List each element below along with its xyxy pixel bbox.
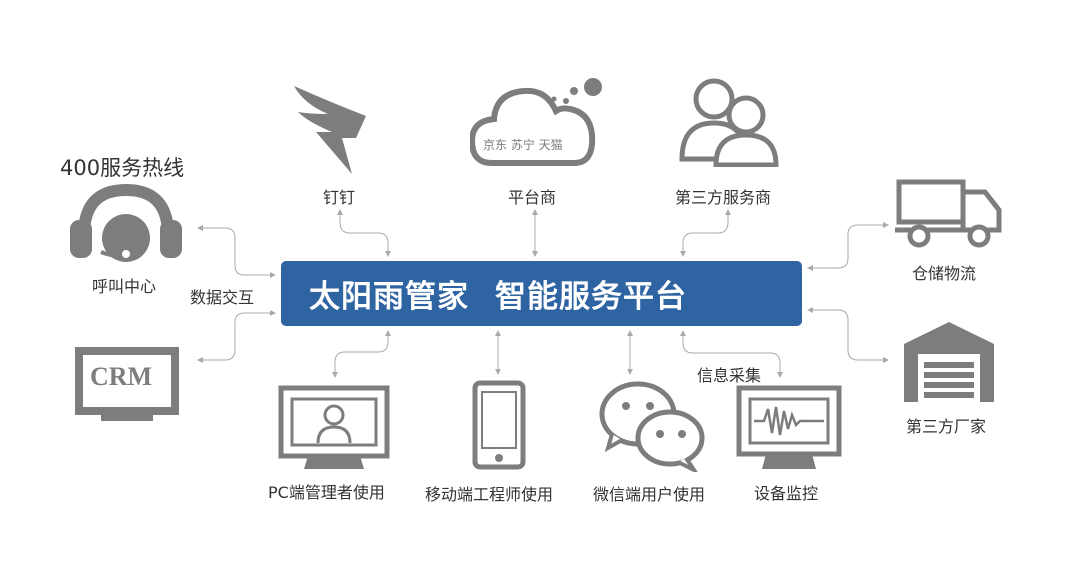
exchange-label: 数据交互 <box>190 288 255 307</box>
call-center-label: 呼叫中心 <box>92 277 157 296</box>
platform-merchant-label: 平台商 <box>508 188 557 207</box>
pc-monitor-icon <box>278 385 390 471</box>
pc-user-label: PC端管理者使用 <box>268 483 385 502</box>
hotline-title: 400服务热线 <box>60 156 185 180</box>
warehouse-label: 仓储物流 <box>912 264 977 283</box>
users-icon <box>676 75 782 167</box>
waveform-monitor-icon <box>736 385 842 471</box>
manufacturer-label: 第三方厂家 <box>906 417 987 436</box>
collect-label: 信息采集 <box>697 366 762 385</box>
wechat-icon <box>598 380 710 472</box>
wechat-user-label: 微信端用户使用 <box>593 485 706 504</box>
platform-title: 智能服务平台 <box>495 279 687 315</box>
dingtalk-label: 钉钉 <box>323 188 356 207</box>
third-party-service-label: 第三方服务商 <box>675 188 772 207</box>
crm-label: CRM <box>90 362 153 391</box>
platform-brands: 京东 苏宁 天猫 <box>483 138 563 152</box>
headset-icon <box>66 180 186 270</box>
cloud-icon <box>470 73 610 173</box>
crm-monitor-icon <box>73 345 181 427</box>
dingtalk-icon <box>290 82 370 174</box>
mobile-engineer-label: 移动端工程师使用 <box>425 485 554 504</box>
platform-brand: 太阳雨管家 <box>309 279 469 315</box>
garage-icon <box>900 318 998 404</box>
device-monitor-label: 设备监控 <box>754 484 819 503</box>
phone-icon <box>472 380 526 470</box>
platform-banner: 太阳雨管家 智能服务平台 <box>281 261 802 326</box>
truck-icon <box>893 178 1005 250</box>
